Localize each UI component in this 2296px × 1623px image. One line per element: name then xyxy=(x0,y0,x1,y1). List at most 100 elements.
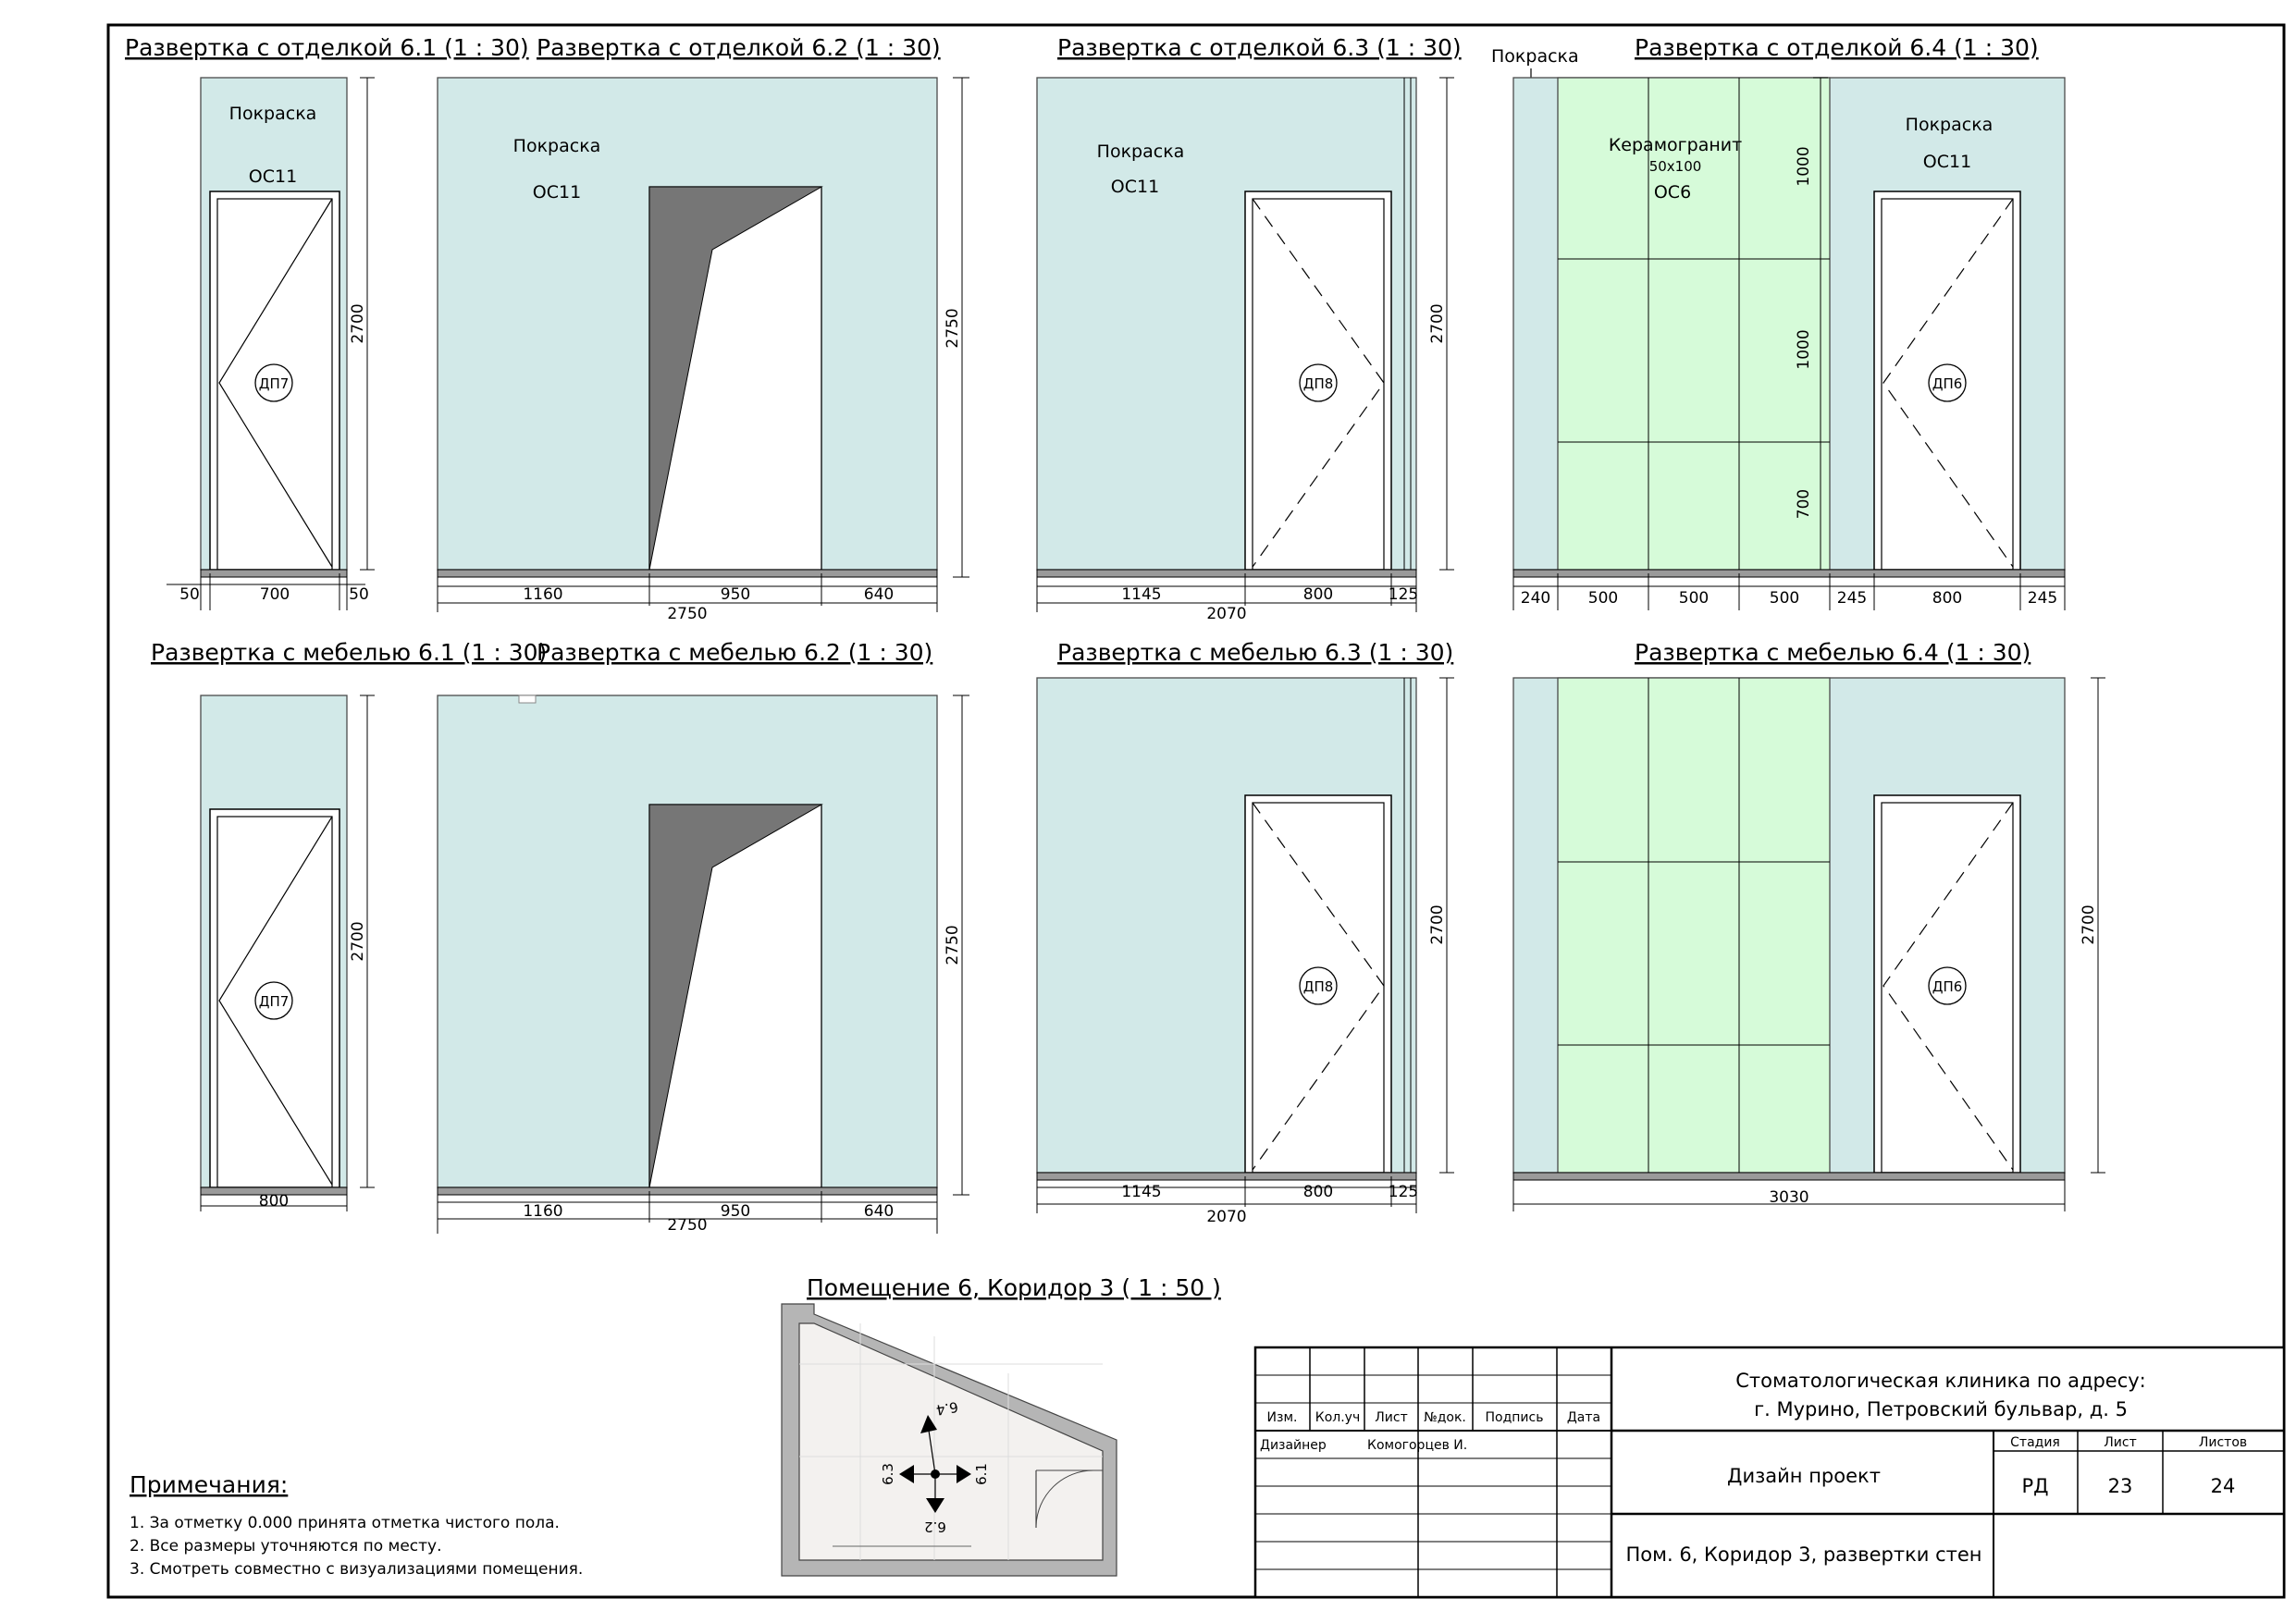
dim-2700: 2700 xyxy=(349,921,367,961)
paint-label: Покраска xyxy=(1906,115,1994,135)
stage-label: Стадия xyxy=(2010,1435,2060,1450)
dim-950: 950 xyxy=(721,1202,750,1221)
project-address: г. Мурино, Петровский бульвар, д. 5 xyxy=(1754,1398,2128,1420)
elevation-furniture-6-3: Развертка с мебелью 6.3 (1 : 30) ДП8 270… xyxy=(1036,639,1454,1226)
dim-500-b: 500 xyxy=(1679,589,1709,608)
col-podpis: Подпись xyxy=(1486,1410,1544,1425)
plan-mark-6-1: 6.1 xyxy=(973,1463,990,1485)
title-furniture-6-1: Развертка с мебелью 6.1 (1 : 30) xyxy=(151,639,547,666)
dim-50-left: 50 xyxy=(179,585,200,604)
door-mark-dp7: ДП7 xyxy=(259,993,290,1010)
door-mark-dp6: ДП6 xyxy=(1932,978,1963,995)
note-2: 2. Все размеры уточняются по месту. xyxy=(130,1537,442,1555)
dim-700: 700 xyxy=(260,585,290,604)
title-finish-6-4: Развертка с отделкой 6.4 (1 : 30) xyxy=(1635,34,2039,61)
tile-label: Керамогранит xyxy=(1609,135,1742,155)
sheet-value: 23 xyxy=(2108,1475,2133,1497)
dim-2750: 2750 xyxy=(944,308,962,348)
elevation-furniture-6-1: Развертка с мебелью 6.1 (1 : 30) ДП7 270… xyxy=(151,639,547,1211)
dim-50-right: 50 xyxy=(349,585,369,604)
tile-size: 50х100 xyxy=(1649,158,1702,175)
floor-plan: Помещение 6, Коридор 3 ( 1 : 50 ) 6.1 6.… xyxy=(781,1274,1221,1577)
designer-role: Дизайнер xyxy=(1260,1438,1327,1453)
sheet-label: Лист xyxy=(2104,1435,2136,1450)
door-mark-dp8: ДП8 xyxy=(1303,978,1334,995)
dim-700: 700 xyxy=(1795,489,1813,519)
plan-mark-6-3: 6.3 xyxy=(880,1463,896,1485)
dim-1160: 1160 xyxy=(523,585,562,604)
col-izm: Изм. xyxy=(1267,1410,1298,1425)
paint-code: ОС11 xyxy=(249,166,297,187)
title-furniture-6-3: Развертка с мебелью 6.3 (1 : 30) xyxy=(1057,639,1453,666)
elevation-finish-6-3: Развертка с отделкой 6.3 (1 : 30) Покрас… xyxy=(1036,34,1462,623)
dim-2750-total: 2750 xyxy=(667,1216,707,1235)
dim-2750: 2750 xyxy=(944,925,962,965)
dim-125: 125 xyxy=(1389,1183,1418,1201)
door-mark-dp6: ДП6 xyxy=(1932,375,1963,392)
dim-3030: 3030 xyxy=(1769,1188,1808,1207)
dim-245-right: 245 xyxy=(2028,589,2057,608)
door-mark-dp7: ДП7 xyxy=(259,375,290,392)
designer-name: Комогорцев И. xyxy=(1367,1438,1467,1453)
dim-1000-upper: 1000 xyxy=(1795,146,1813,186)
door-mark-dp8: ДП8 xyxy=(1303,375,1334,392)
dim-500-c: 500 xyxy=(1770,589,1799,608)
dim-125: 125 xyxy=(1389,585,1418,604)
dim-950: 950 xyxy=(721,585,750,604)
stage-value: РД xyxy=(2021,1475,2048,1497)
doc-type: Дизайн проект xyxy=(1727,1465,1881,1487)
dim-2750-total: 2750 xyxy=(667,605,707,623)
dim-2070: 2070 xyxy=(1206,605,1246,623)
paint-label: Покраска xyxy=(229,104,317,124)
dim-800: 800 xyxy=(1303,1183,1333,1201)
paint-code: ОС11 xyxy=(1111,177,1159,197)
col-data: Дата xyxy=(1567,1410,1600,1425)
elevation-furniture-6-2: Развертка с мебелью 6.2 (1 : 30) 2750 11… xyxy=(437,639,969,1235)
title-finish-6-3: Развертка с отделкой 6.3 (1 : 30) xyxy=(1057,34,1462,61)
dim-2700: 2700 xyxy=(1428,904,1447,944)
dim-1160: 1160 xyxy=(523,1202,562,1221)
title-block: Изм. Кол.уч Лист №док. Подпись Дата Диза… xyxy=(1253,1346,2286,1599)
paint-label: Покраска xyxy=(513,136,601,156)
note-3: 3. Смотреть совместно с визуализациями п… xyxy=(130,1560,583,1579)
dim-800: 800 xyxy=(1932,589,1962,608)
title-furniture-6-4: Развертка с мебелью 6.4 (1 : 30) xyxy=(1635,639,2031,666)
title-finish-6-1: Развертка с отделкой 6.1 (1 : 30) xyxy=(125,34,529,61)
dim-240: 240 xyxy=(1521,589,1550,608)
title-finish-6-2: Развертка с отделкой 6.2 (1 : 30) xyxy=(537,34,941,61)
dim-640: 640 xyxy=(864,1202,894,1221)
plan-title: Помещение 6, Коридор 3 ( 1 : 50 ) xyxy=(807,1274,1221,1301)
paint-code: ОС11 xyxy=(1923,152,1971,172)
elevation-finish-6-1: Развертка с отделкой 6.1 (1 : 30) Покрас… xyxy=(125,34,529,610)
title-furniture-6-2: Развертка с мебелью 6.2 (1 : 30) xyxy=(537,639,932,666)
dim-1145: 1145 xyxy=(1121,585,1161,604)
dim-2700: 2700 xyxy=(2080,904,2098,944)
paint-label: Покраска xyxy=(1097,141,1185,162)
dim-640: 640 xyxy=(864,585,894,604)
dim-800: 800 xyxy=(1303,585,1333,604)
notes: Примечания: 1. За отметку 0.000 принята … xyxy=(130,1471,583,1579)
col-ndok: №док. xyxy=(1424,1410,1466,1425)
notes-heading: Примечания: xyxy=(130,1471,288,1498)
dim-1000-lower: 1000 xyxy=(1795,329,1813,369)
sheets-label: Листов xyxy=(2199,1435,2247,1450)
dim-800: 800 xyxy=(259,1192,289,1211)
dim-2700: 2700 xyxy=(1428,303,1447,343)
paint-code: ОС11 xyxy=(533,182,581,203)
project-name: Стоматологическая клиника по адресу: xyxy=(1735,1370,2146,1392)
elevation-finish-6-4: Развертка с отделкой 6.4 (1 : 30) Покрас… xyxy=(1491,34,2066,610)
sheet-frame xyxy=(106,23,2286,1599)
sheets-value: 24 xyxy=(2211,1475,2236,1497)
note-1: 1. За отметку 0.000 принята отметка чист… xyxy=(130,1514,560,1532)
dim-2700: 2700 xyxy=(349,303,367,343)
dim-245-left: 245 xyxy=(1837,589,1867,608)
paint-callout: Покраска xyxy=(1491,46,1579,67)
col-koluch: Кол.уч xyxy=(1315,1410,1360,1425)
dim-2070: 2070 xyxy=(1206,1208,1246,1226)
sheet-title: Пом. 6, Коридор 3, развертки стен xyxy=(1625,1543,1981,1566)
plan-mark-6-2: 6.2 xyxy=(924,1518,946,1535)
elevation-finish-6-2: Развертка с отделкой 6.2 (1 : 30) Покрас… xyxy=(437,34,969,623)
col-list: Лист xyxy=(1375,1410,1407,1425)
dim-1145: 1145 xyxy=(1121,1183,1161,1201)
